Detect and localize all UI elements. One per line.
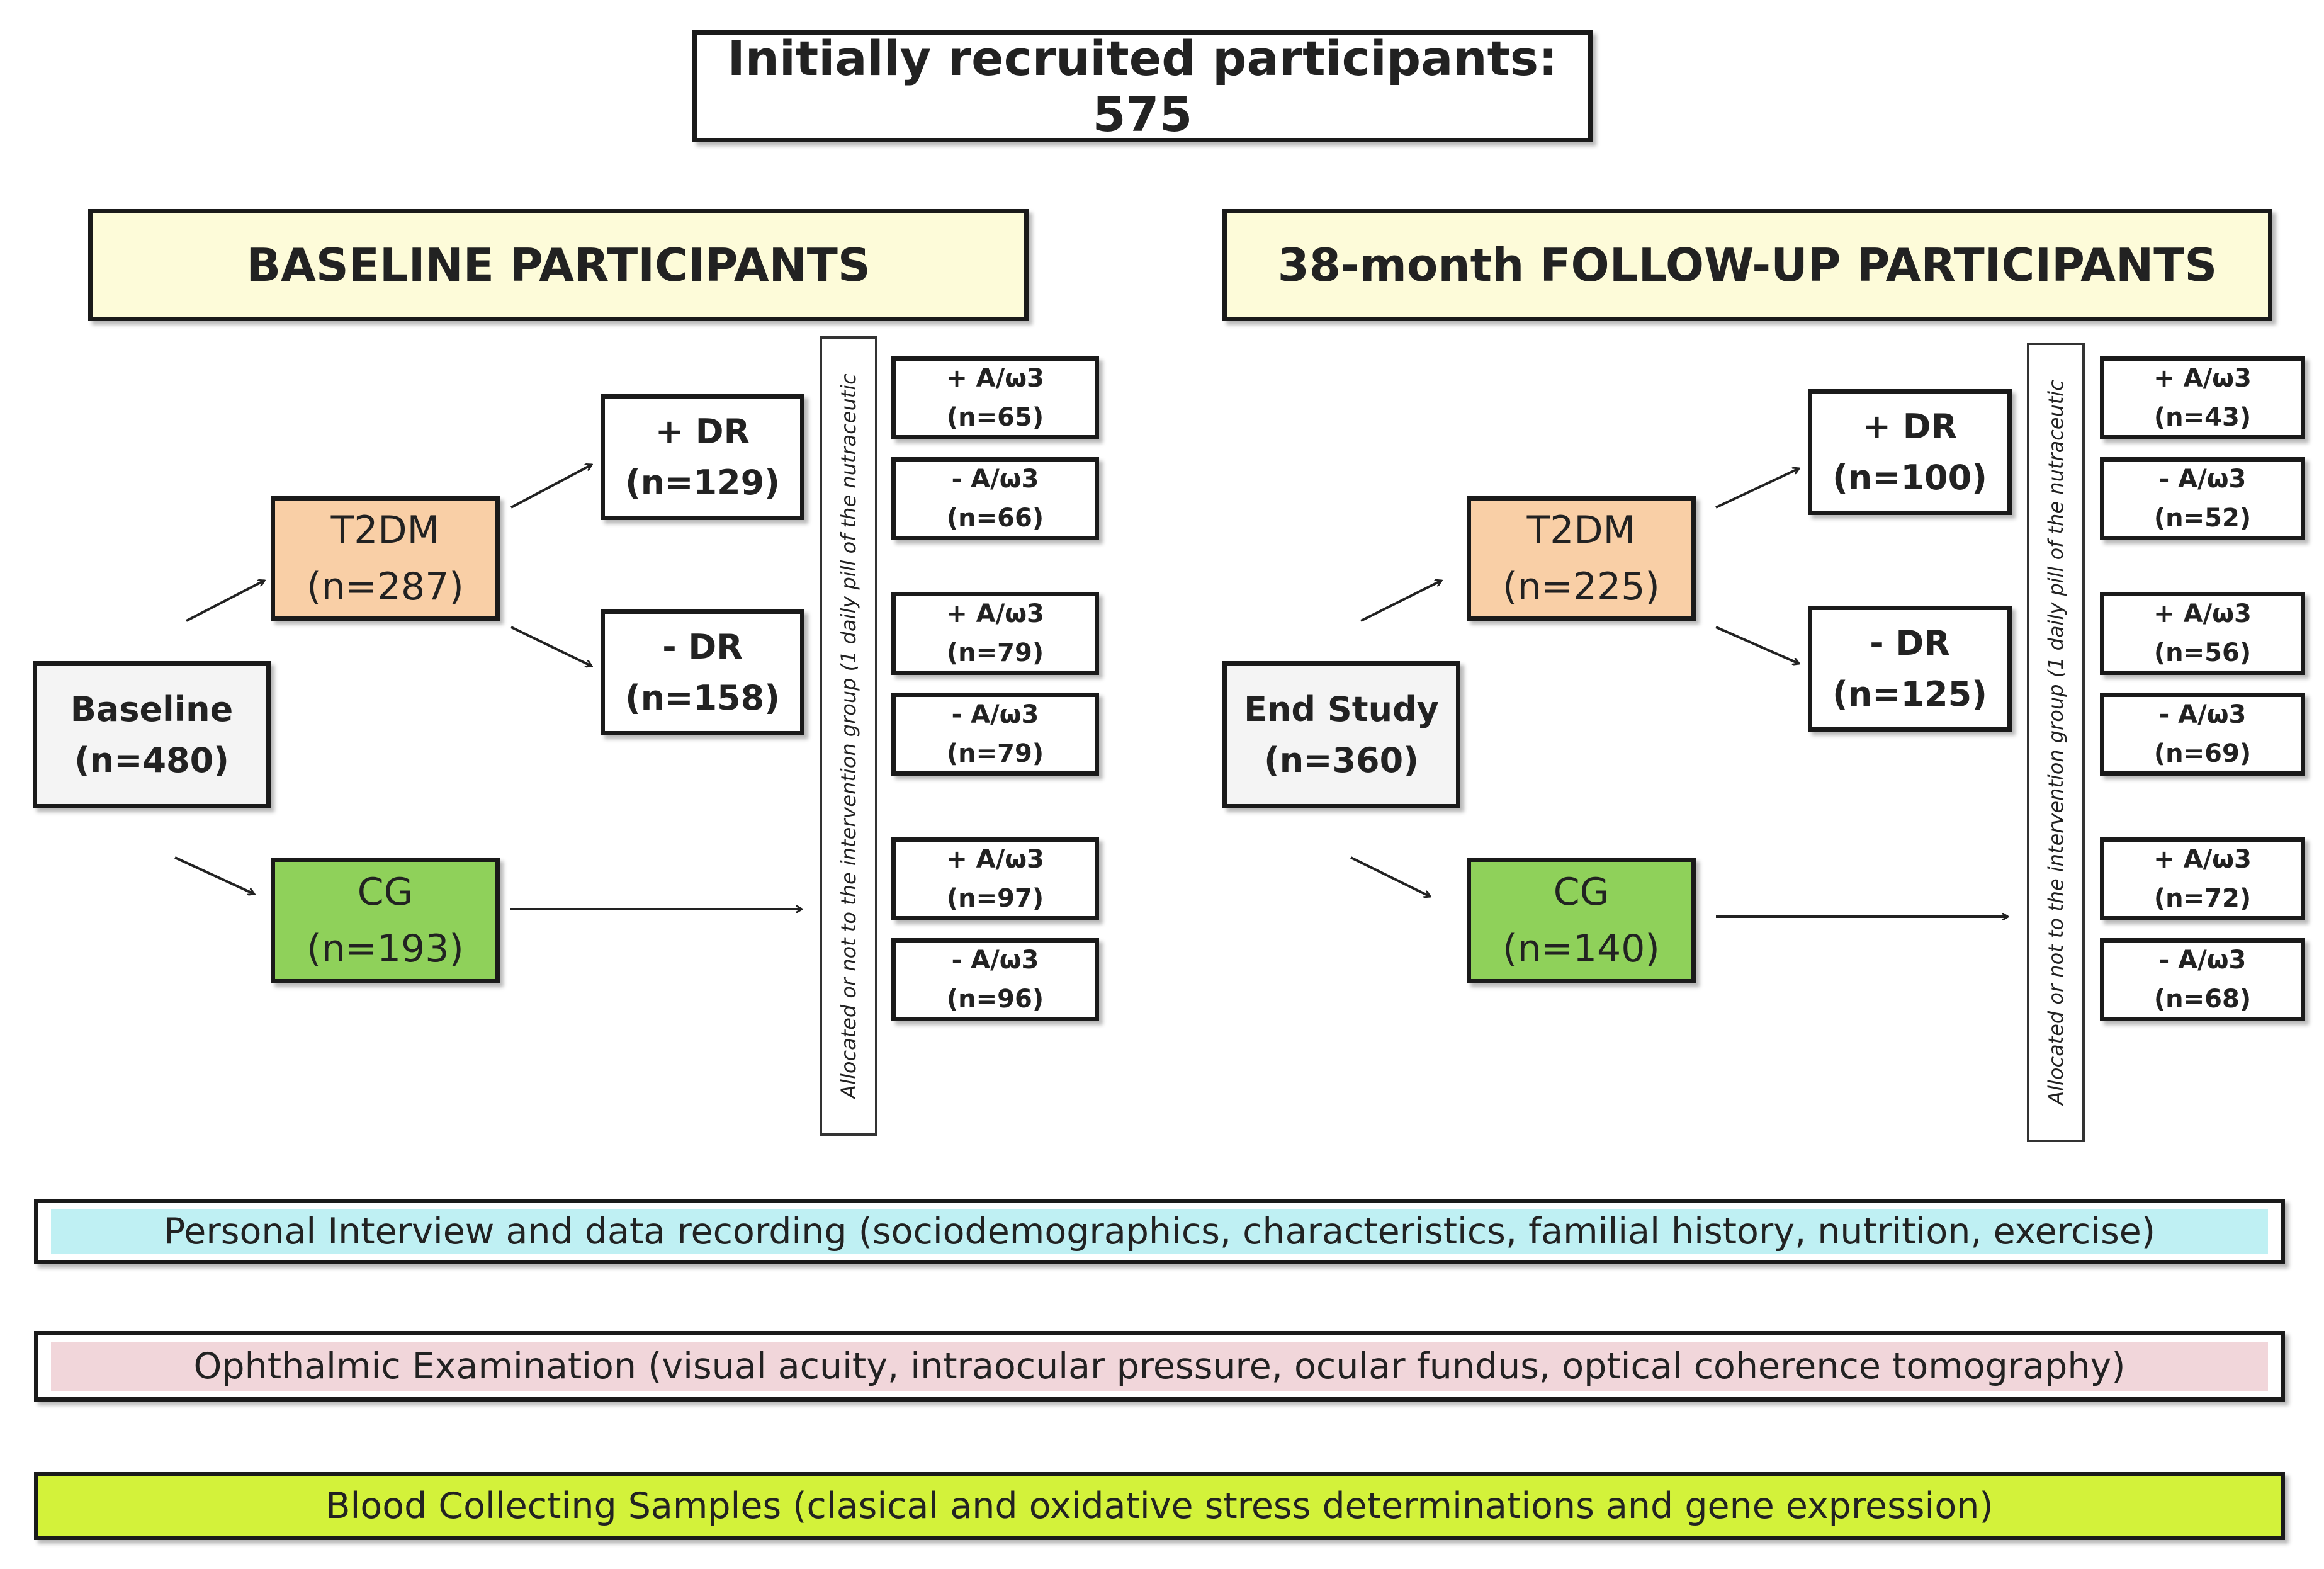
followup-t2dm-node: T2DM (n=225) — [1467, 496, 1696, 621]
baseline-group-6: - A/ω3 (n=96) — [891, 938, 1099, 1021]
baseline-group-3: + A/ω3 (n=79) — [891, 592, 1099, 675]
group-label: - A/ω3 — [2158, 946, 2247, 975]
baseline-group-1: + A/ω3 (n=65) — [891, 356, 1099, 439]
followup-group-5: + A/ω3 (n=72) — [2100, 837, 2305, 920]
group-label: - A/ω3 — [951, 465, 1039, 494]
baseline-cg-node: CG (n=193) — [271, 858, 500, 983]
group-count: (n=72) — [2153, 884, 2252, 913]
interview-bar-text: Personal Interview and data recording (s… — [163, 1211, 2156, 1252]
baseline-cg-label: CG — [357, 870, 414, 914]
ophthalmic-bar-text: Ophthalmic Examination (visual acuity, i… — [193, 1345, 2126, 1387]
interview-bar-fill: Personal Interview and data recording (s… — [51, 1209, 2268, 1254]
group-label: - A/ω3 — [2158, 465, 2247, 494]
followup-allocation-bar: Allocated or not to the intervention gro… — [2027, 343, 2085, 1142]
end-study-node: End Study (n=360) — [1222, 661, 1460, 808]
group-count: (n=66) — [946, 504, 1044, 533]
ophthalmic-bar-fill: Ophthalmic Examination (visual acuity, i… — [51, 1342, 2268, 1391]
end-study-node-count: (n=360) — [1264, 740, 1419, 780]
followup-dr-positive-node: + DR (n=100) — [1808, 389, 2012, 515]
baseline-node-label: Baseline — [70, 689, 234, 729]
group-count: (n=56) — [2153, 638, 2252, 667]
group-count: (n=79) — [946, 739, 1044, 768]
followup-cg-label: CG — [1553, 870, 1610, 914]
followup-dr-negative-count: (n=125) — [1832, 674, 1987, 714]
arrow-baseline-to-cg — [174, 856, 254, 894]
followup-group-1: + A/ω3 (n=43) — [2100, 356, 2305, 439]
title-box: Initially recruited participants: 575 — [692, 30, 1593, 142]
baseline-dr-positive-count: (n=129) — [625, 463, 780, 502]
arrow-end-study-to-t2dm — [1360, 581, 1441, 622]
group-count: (n=52) — [2153, 504, 2252, 533]
group-label: + A/ω3 — [946, 599, 1044, 628]
followup-header-box: 38-month FOLLOW-UP PARTICIPANTS — [1222, 209, 2272, 321]
followup-group-6: - A/ω3 (n=68) — [2100, 938, 2305, 1021]
baseline-header-box: BASELINE PARTICIPANTS — [88, 209, 1029, 321]
baseline-dr-negative-node: - DR (n=158) — [601, 609, 804, 735]
group-count: (n=65) — [946, 403, 1044, 432]
group-count: (n=43) — [2153, 403, 2252, 432]
arrow-t2dm-to-dr-positive — [510, 465, 592, 509]
baseline-t2dm-label: T2DM — [330, 508, 440, 552]
baseline-node: Baseline (n=480) — [33, 661, 271, 808]
followup-dr-negative-node: - DR (n=125) — [1808, 606, 2012, 732]
arrow-t2dm-to-dr-negative — [510, 626, 592, 666]
blood-bar: Blood Collecting Samples (clasical and o… — [34, 1472, 2285, 1540]
baseline-allocation-bar: Allocated or not to the intervention gro… — [820, 336, 877, 1136]
followup-group-4: - A/ω3 (n=69) — [2100, 693, 2305, 776]
group-label: + A/ω3 — [946, 364, 1044, 393]
baseline-cg-count: (n=193) — [307, 927, 464, 971]
group-label: - A/ω3 — [951, 700, 1039, 729]
followup-dr-positive-count: (n=100) — [1832, 458, 1987, 497]
group-label: + A/ω3 — [2153, 599, 2252, 628]
baseline-group-5: + A/ω3 (n=97) — [891, 837, 1099, 920]
followup-cg-node: CG (n=140) — [1467, 858, 1696, 983]
followup-t2dm-label: T2DM — [1526, 508, 1636, 552]
baseline-dr-positive-label: + DR — [655, 412, 750, 451]
followup-dr-negative-label: - DR — [1870, 623, 1950, 663]
group-label: + A/ω3 — [946, 845, 1044, 874]
arrow-end-study-to-cg — [1350, 856, 1430, 897]
baseline-dr-negative-count: (n=158) — [625, 678, 780, 718]
followup-t2dm-count: (n=225) — [1503, 565, 1660, 609]
baseline-dr-positive-node: + DR (n=129) — [601, 394, 804, 520]
group-count: (n=69) — [2153, 739, 2252, 768]
blood-bar-text: Blood Collecting Samples (clasical and o… — [325, 1485, 1994, 1527]
group-count: (n=68) — [2153, 985, 2252, 1014]
baseline-node-count: (n=480) — [74, 740, 229, 780]
baseline-group-2: - A/ω3 (n=66) — [891, 457, 1099, 540]
group-label: - A/ω3 — [2158, 700, 2247, 729]
followup-group-2: - A/ω3 (n=52) — [2100, 457, 2305, 540]
followup-dr-positive-label: + DR — [1862, 407, 1958, 446]
group-count: (n=97) — [946, 884, 1044, 913]
title-text: Initially recruited participants: 575 — [727, 30, 1558, 142]
baseline-header-text: BASELINE PARTICIPANTS — [246, 239, 871, 292]
arrow-followup-t2dm-to-dr-negative — [1715, 626, 1799, 664]
ophthalmic-bar: Ophthalmic Examination (visual acuity, i… — [34, 1331, 2285, 1402]
end-study-node-label: End Study — [1244, 689, 1439, 729]
followup-cg-count: (n=140) — [1503, 927, 1660, 971]
baseline-group-4: - A/ω3 (n=79) — [891, 693, 1099, 776]
baseline-dr-negative-label: - DR — [662, 627, 743, 667]
interview-bar: Personal Interview and data recording (s… — [34, 1199, 2285, 1264]
group-label: + A/ω3 — [2153, 364, 2252, 393]
arrow-followup-t2dm-to-dr-positive — [1715, 468, 1799, 509]
arrow-baseline-to-t2dm — [186, 581, 264, 622]
group-label: + A/ω3 — [2153, 845, 2252, 874]
group-count: (n=96) — [946, 985, 1044, 1014]
baseline-t2dm-count: (n=287) — [307, 565, 464, 609]
followup-header-text: 38-month FOLLOW-UP PARTICIPANTS — [1277, 239, 2218, 292]
followup-group-3: + A/ω3 (n=56) — [2100, 592, 2305, 675]
baseline-t2dm-node: T2DM (n=287) — [271, 496, 500, 621]
group-label: - A/ω3 — [951, 946, 1039, 975]
group-count: (n=79) — [946, 638, 1044, 667]
